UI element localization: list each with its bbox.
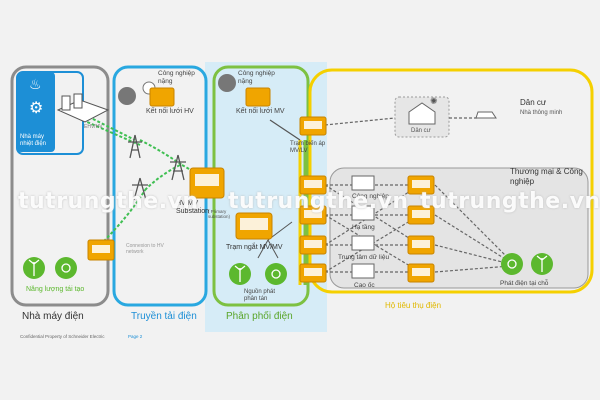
- tower-icons: [128, 134, 186, 201]
- sun-icon-circle: [55, 257, 77, 279]
- dist-sun-circle: [265, 263, 287, 285]
- section-title-generation: Nhà máy điện: [22, 311, 84, 322]
- hv-lines: [74, 109, 206, 246]
- primary-substation-label: ( Primary substation): [208, 209, 231, 219]
- footer-confidential: Confidential Property of Schneider Elect…: [20, 334, 105, 339]
- hv-label: EHV/HV: [84, 124, 103, 130]
- section-title-consumers: Hộ tiêu thụ điện: [385, 301, 442, 310]
- commercial-title: Thương mại & Công nghiệp: [510, 167, 583, 186]
- substation-label: HV/MV Substation: [176, 200, 210, 215]
- building-label: Cao ốc: [354, 282, 375, 289]
- data-center-label: Trung tâm dữ liệu: [338, 254, 390, 261]
- smart-home-label: Nhà thông minh: [520, 110, 563, 116]
- section-title-distribution: Phân phối điện: [226, 311, 293, 322]
- tx-industry-label: Công nghiệp nặng: [158, 70, 195, 85]
- mv-connect-label: Kết nối lưới MV: [236, 108, 285, 115]
- industry-icon-1: [118, 87, 136, 105]
- light-industry-label: Công nghiệp: [352, 193, 389, 200]
- thermometer-icon: ♨: [29, 76, 42, 92]
- lightbulb-icon: ✺: [430, 96, 438, 106]
- switching-label: Trạm ngắt MV/MV: [226, 244, 283, 251]
- onsite-sun-circle: [501, 253, 523, 275]
- industry-icon-2: [218, 74, 236, 92]
- residence-label: Dân cư: [411, 128, 431, 134]
- plant-building: [56, 93, 110, 123]
- gear-icon: ⚙: [29, 100, 44, 117]
- generation-section-border: [10, 65, 110, 307]
- watermark-1: tutrungthe.vn: [18, 189, 199, 214]
- onsite-gen-label: Phát điện tại chỗ: [500, 280, 549, 287]
- footer-page: Page 2: [128, 334, 143, 339]
- connection-label: Connexion to HV network: [126, 243, 164, 255]
- power-plant-label: Nhà máy nhiệt điện: [20, 134, 47, 147]
- commercial-area: [329, 167, 589, 289]
- watermark-2: tutrungthe.vn: [228, 189, 409, 214]
- watermark-3: tutrungthe.vn: [420, 189, 600, 214]
- power-plant-box: [17, 72, 55, 152]
- infrastructure-label: Hạ tầng: [352, 224, 375, 231]
- consumer-icons: [351, 102, 497, 279]
- renewable-label: Năng lượng tái tạo: [26, 286, 85, 293]
- residential-title: Dân cư: [520, 98, 547, 107]
- dist-industry-label: Công nghiệp nặng: [238, 70, 275, 85]
- section-title-transmission: Truyền tải điện: [131, 311, 197, 322]
- distributed-gen-label: Nguồn phát phân tán: [244, 289, 276, 302]
- transformer-label: Trạm biến áp MV/LV: [290, 141, 326, 154]
- hv-connect-label: Kết nối lưới HV: [146, 108, 194, 115]
